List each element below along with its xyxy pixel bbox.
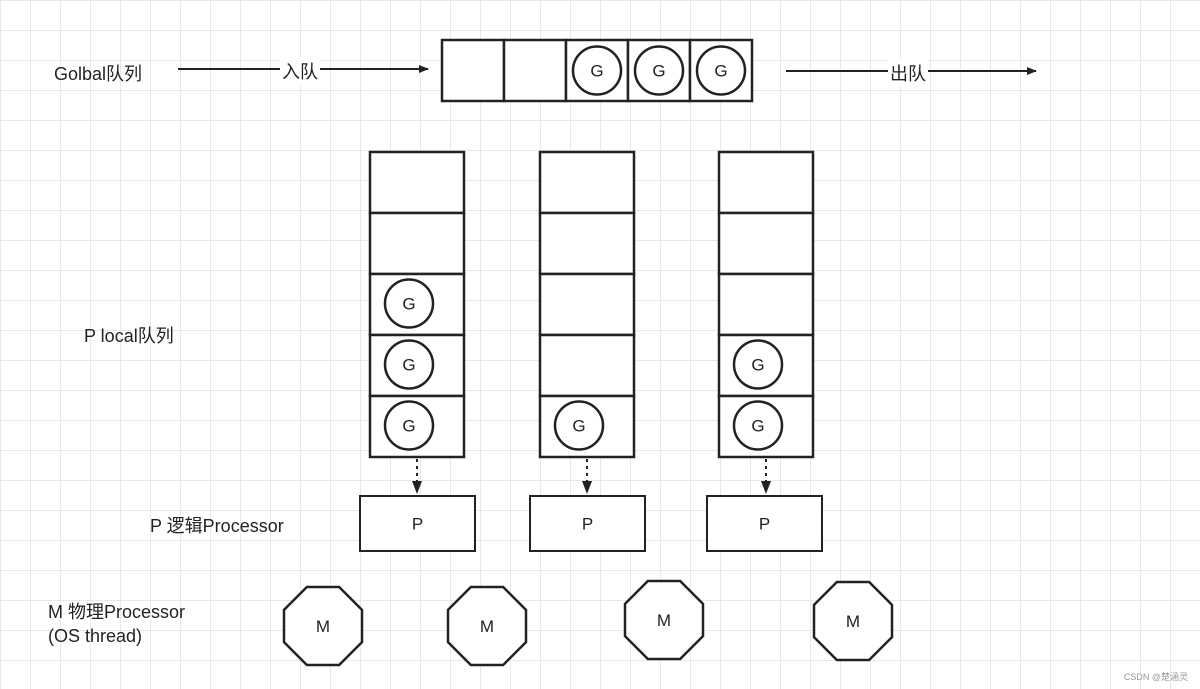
local-queue-slot: G [368, 394, 466, 459]
machine-label: M [846, 612, 860, 631]
enqueue-label: 入队 [280, 58, 320, 84]
processor-label: P [412, 515, 423, 534]
processor-label: P [759, 515, 770, 534]
logical-processor-label: P 逻辑Processor [150, 516, 284, 536]
goroutine-label: G [751, 417, 764, 436]
machine-thread: M [812, 580, 894, 662]
goroutine: G [553, 400, 605, 451]
goroutine: G [383, 339, 435, 390]
goroutine: G [383, 278, 435, 329]
processor-label: P [582, 515, 593, 534]
global-queue-slot [440, 38, 506, 103]
machine-label: M [480, 617, 494, 636]
goroutine: G [383, 400, 435, 451]
local-queue-slot [538, 150, 636, 215]
machine-thread: M [282, 585, 364, 667]
local-queue-slot: G [368, 272, 466, 337]
goroutine-label: G [402, 356, 415, 375]
local-queue-slot: G [538, 394, 636, 459]
local-queue: GP [529, 150, 646, 552]
physical-processor-label: M 物理Processor (OS thread) [48, 602, 186, 646]
local-queue: G G G P [359, 150, 476, 552]
local-queue-slot: G [368, 333, 466, 398]
global-queue-slot [502, 38, 568, 103]
processor-box: P [706, 495, 823, 552]
local-queue-slot [717, 211, 815, 276]
goroutine-label: G [402, 417, 415, 436]
local-queue-slot: G [717, 333, 815, 398]
goroutine-label: G [652, 62, 665, 81]
goroutine-label: G [751, 356, 764, 375]
local-queue-slot [717, 150, 815, 215]
goroutine: G [633, 45, 685, 96]
goroutine-label: G [714, 62, 727, 81]
machine-label: M [316, 617, 330, 636]
local-queue-slot [717, 272, 815, 337]
machine-label: M [657, 611, 671, 630]
goroutine: G [732, 400, 784, 451]
machine-thread: M [623, 579, 705, 661]
processor-box: P [529, 495, 646, 552]
goroutine: G [571, 45, 623, 96]
goroutine: G [732, 339, 784, 390]
local-queue-slot [538, 211, 636, 276]
processor-box: P [359, 495, 476, 552]
local-queue-slot [368, 150, 466, 215]
goroutine: G [695, 45, 747, 96]
local-queue-slot [368, 211, 466, 276]
local-queue-slot [538, 272, 636, 337]
global-queue-slot: G [626, 38, 692, 103]
goroutine-label: G [590, 62, 603, 81]
goroutine-label: G [572, 417, 585, 436]
local-queue-slot [538, 333, 636, 398]
dequeue-label: 出队 [888, 60, 928, 86]
global-queue-label: Golbal队列 [54, 64, 143, 84]
goroutine-label: G [402, 295, 415, 314]
machine-thread: M [446, 585, 528, 667]
watermark: CSDN @楚涵灵 [1123, 672, 1188, 682]
global-queue-slot: G [688, 38, 754, 103]
local-queue: G G P [706, 150, 823, 552]
local-queue-label: P local队列 [84, 326, 174, 346]
global-queue-slot: G [564, 38, 630, 103]
local-queue-slot: G [717, 394, 815, 459]
